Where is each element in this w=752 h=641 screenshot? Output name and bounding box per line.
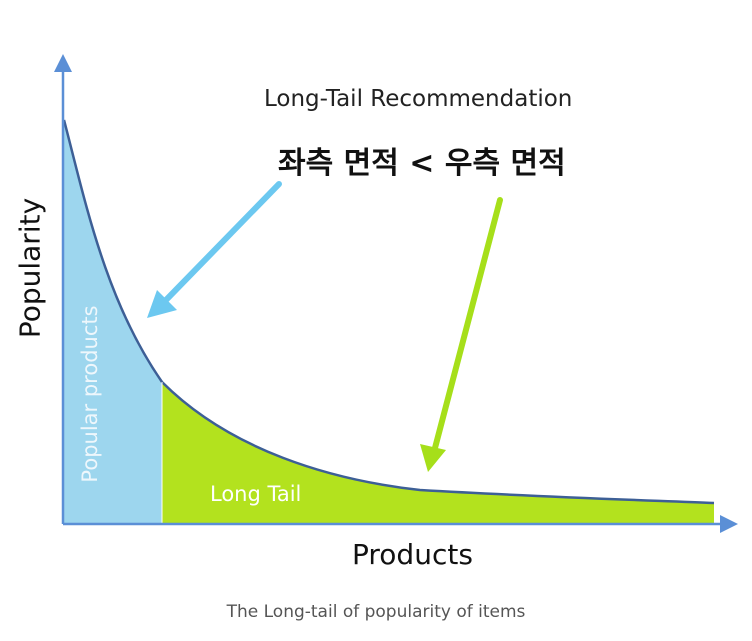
head-arrow-tip (147, 290, 177, 318)
figure-caption: The Long-tail of popularity of items (226, 602, 526, 622)
tail-region (162, 382, 714, 524)
tail-arrow-shaft (432, 197, 503, 451)
y-axis-arrowhead (54, 54, 72, 72)
diagram-subtitle: 좌측 면적 < 우측 면적 (278, 146, 566, 181)
y-axis-label: Popularity (13, 197, 47, 339)
popularity-curve (62, 119, 715, 505)
head-region-label: Popular products (78, 305, 102, 483)
head-arrow-shaft (163, 181, 282, 303)
tail-region-label: Long Tail (210, 482, 302, 506)
x-axis-label: Products (352, 538, 473, 571)
tail-arrow-tip (420, 444, 446, 472)
x-axis-arrowhead (720, 515, 738, 533)
head-region (64, 120, 162, 524)
diagram-title: Long-Tail Recommendation (264, 86, 573, 112)
